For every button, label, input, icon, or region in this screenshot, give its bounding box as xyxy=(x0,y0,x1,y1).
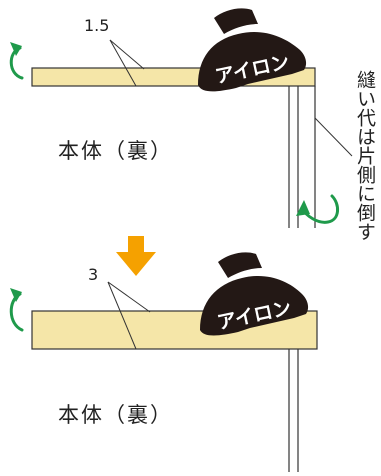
top-measure-label: 1.5 xyxy=(84,16,110,35)
top-leader-2 xyxy=(109,39,137,87)
side-note-label: 縫い代は片側に倒す xyxy=(354,70,376,241)
bottom-measure-label: 3 xyxy=(88,265,99,284)
top-iron-icon: アイロン xyxy=(198,8,307,92)
bottom-body-label: 本体（裏） xyxy=(58,403,173,427)
top-body-label: 本体（裏） xyxy=(58,139,173,163)
side-note-leader xyxy=(314,117,353,157)
top-panel: アイロン xyxy=(9,8,353,228)
top-leader-1 xyxy=(109,39,145,70)
bottom-leader-1 xyxy=(107,281,151,313)
down-arrow-icon xyxy=(116,236,156,276)
bottom-leader-2 xyxy=(107,281,137,350)
top-right-curl-arrow-icon xyxy=(300,194,339,224)
bottom-panel: アイロン xyxy=(9,252,318,472)
